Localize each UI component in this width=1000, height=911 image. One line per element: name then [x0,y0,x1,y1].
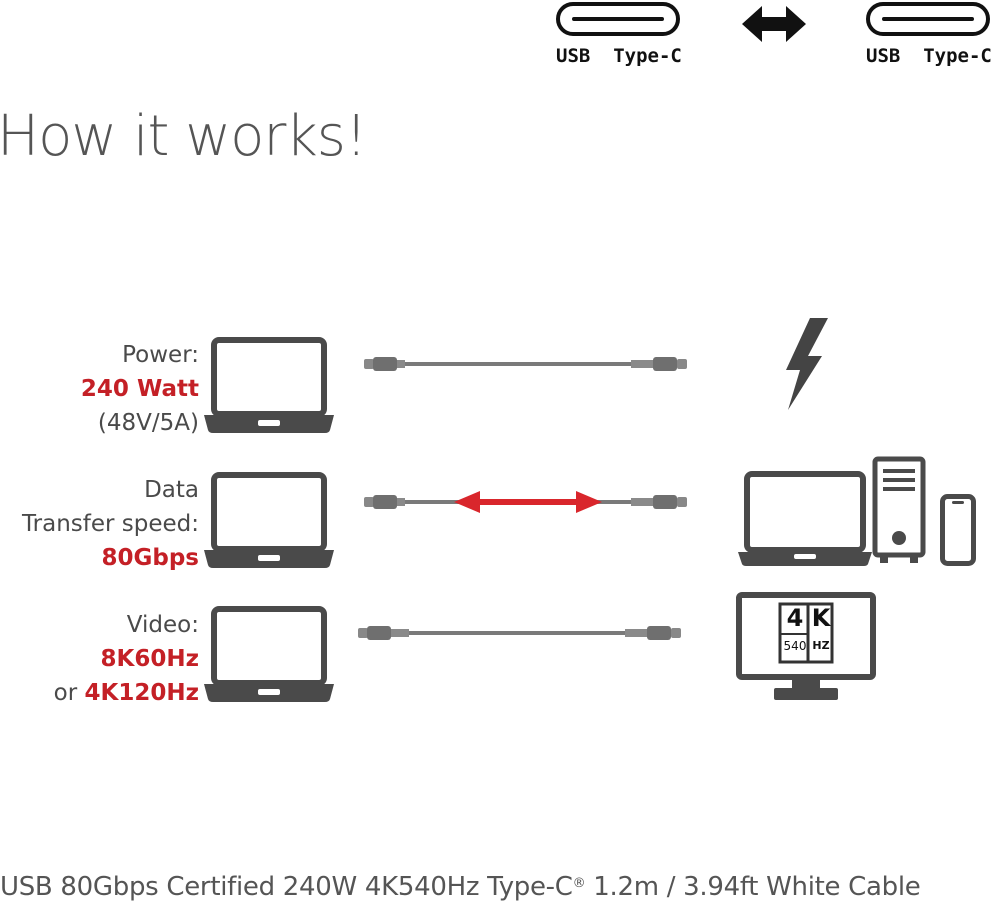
power-label: Power: 240 Watt (48V/5A) [81,338,199,440]
video-label: Video: 8K60Hz or 4K120Hz [54,608,199,710]
video-label-line1: Video: [126,612,199,638]
laptop-icon-video [204,606,334,702]
desktop-tower-icon [872,456,926,563]
power-spec: (48V/5A) [97,410,199,436]
data-speed-value: 80Gbps [101,545,199,571]
bidirectional-red-arrow-icon [454,491,602,513]
page-title: How it works! [0,104,367,169]
video-line3: or 4K120Hz [54,676,199,710]
cable-icon-video [358,626,681,640]
power-label-line1: Power: [122,342,199,368]
lightning-icon [786,318,828,410]
data-label: Data Transfer speed: 80Gbps [22,473,199,575]
phone-icon [940,494,976,566]
monitor-icon [736,592,876,700]
laptop-icon-device [738,471,872,566]
video-value-8k: 8K60Hz [100,646,199,672]
badge-4: 4 [786,604,804,632]
footer-text-before: USB 80Gbps Certified 240W 4K540Hz Type-C [0,872,573,902]
video-value-4k: 4K120Hz [84,680,199,706]
footer-text-after: 1.2m / 3.94ft White Cable [585,872,921,902]
data-label-line1: Data [144,477,199,503]
laptop-icon-power [204,337,334,433]
power-value: 240 Watt [80,376,199,402]
cable-icon-data [364,491,687,513]
badge-hz: HZ [812,639,830,652]
data-label-line2: Transfer speed: [21,511,199,537]
4k-540hz-badge-icon [778,602,834,664]
badge-k: K [811,604,831,632]
video-or: or [53,680,85,706]
usb-c-port-icon-right [866,2,990,36]
cable-icon-power [364,357,687,371]
usb-c-port-icon-left [556,2,680,36]
left-port-label: USB Type-C [556,45,682,67]
registered-mark: ® [572,876,586,891]
badge-540: 540 [783,639,807,653]
laptop-icon-data [204,472,334,568]
double-arrow-icon [742,6,806,42]
right-port-label: USB Type-C [866,45,992,67]
product-description: USB 80Gbps Certified 240W 4K540Hz Type-C… [0,872,921,902]
